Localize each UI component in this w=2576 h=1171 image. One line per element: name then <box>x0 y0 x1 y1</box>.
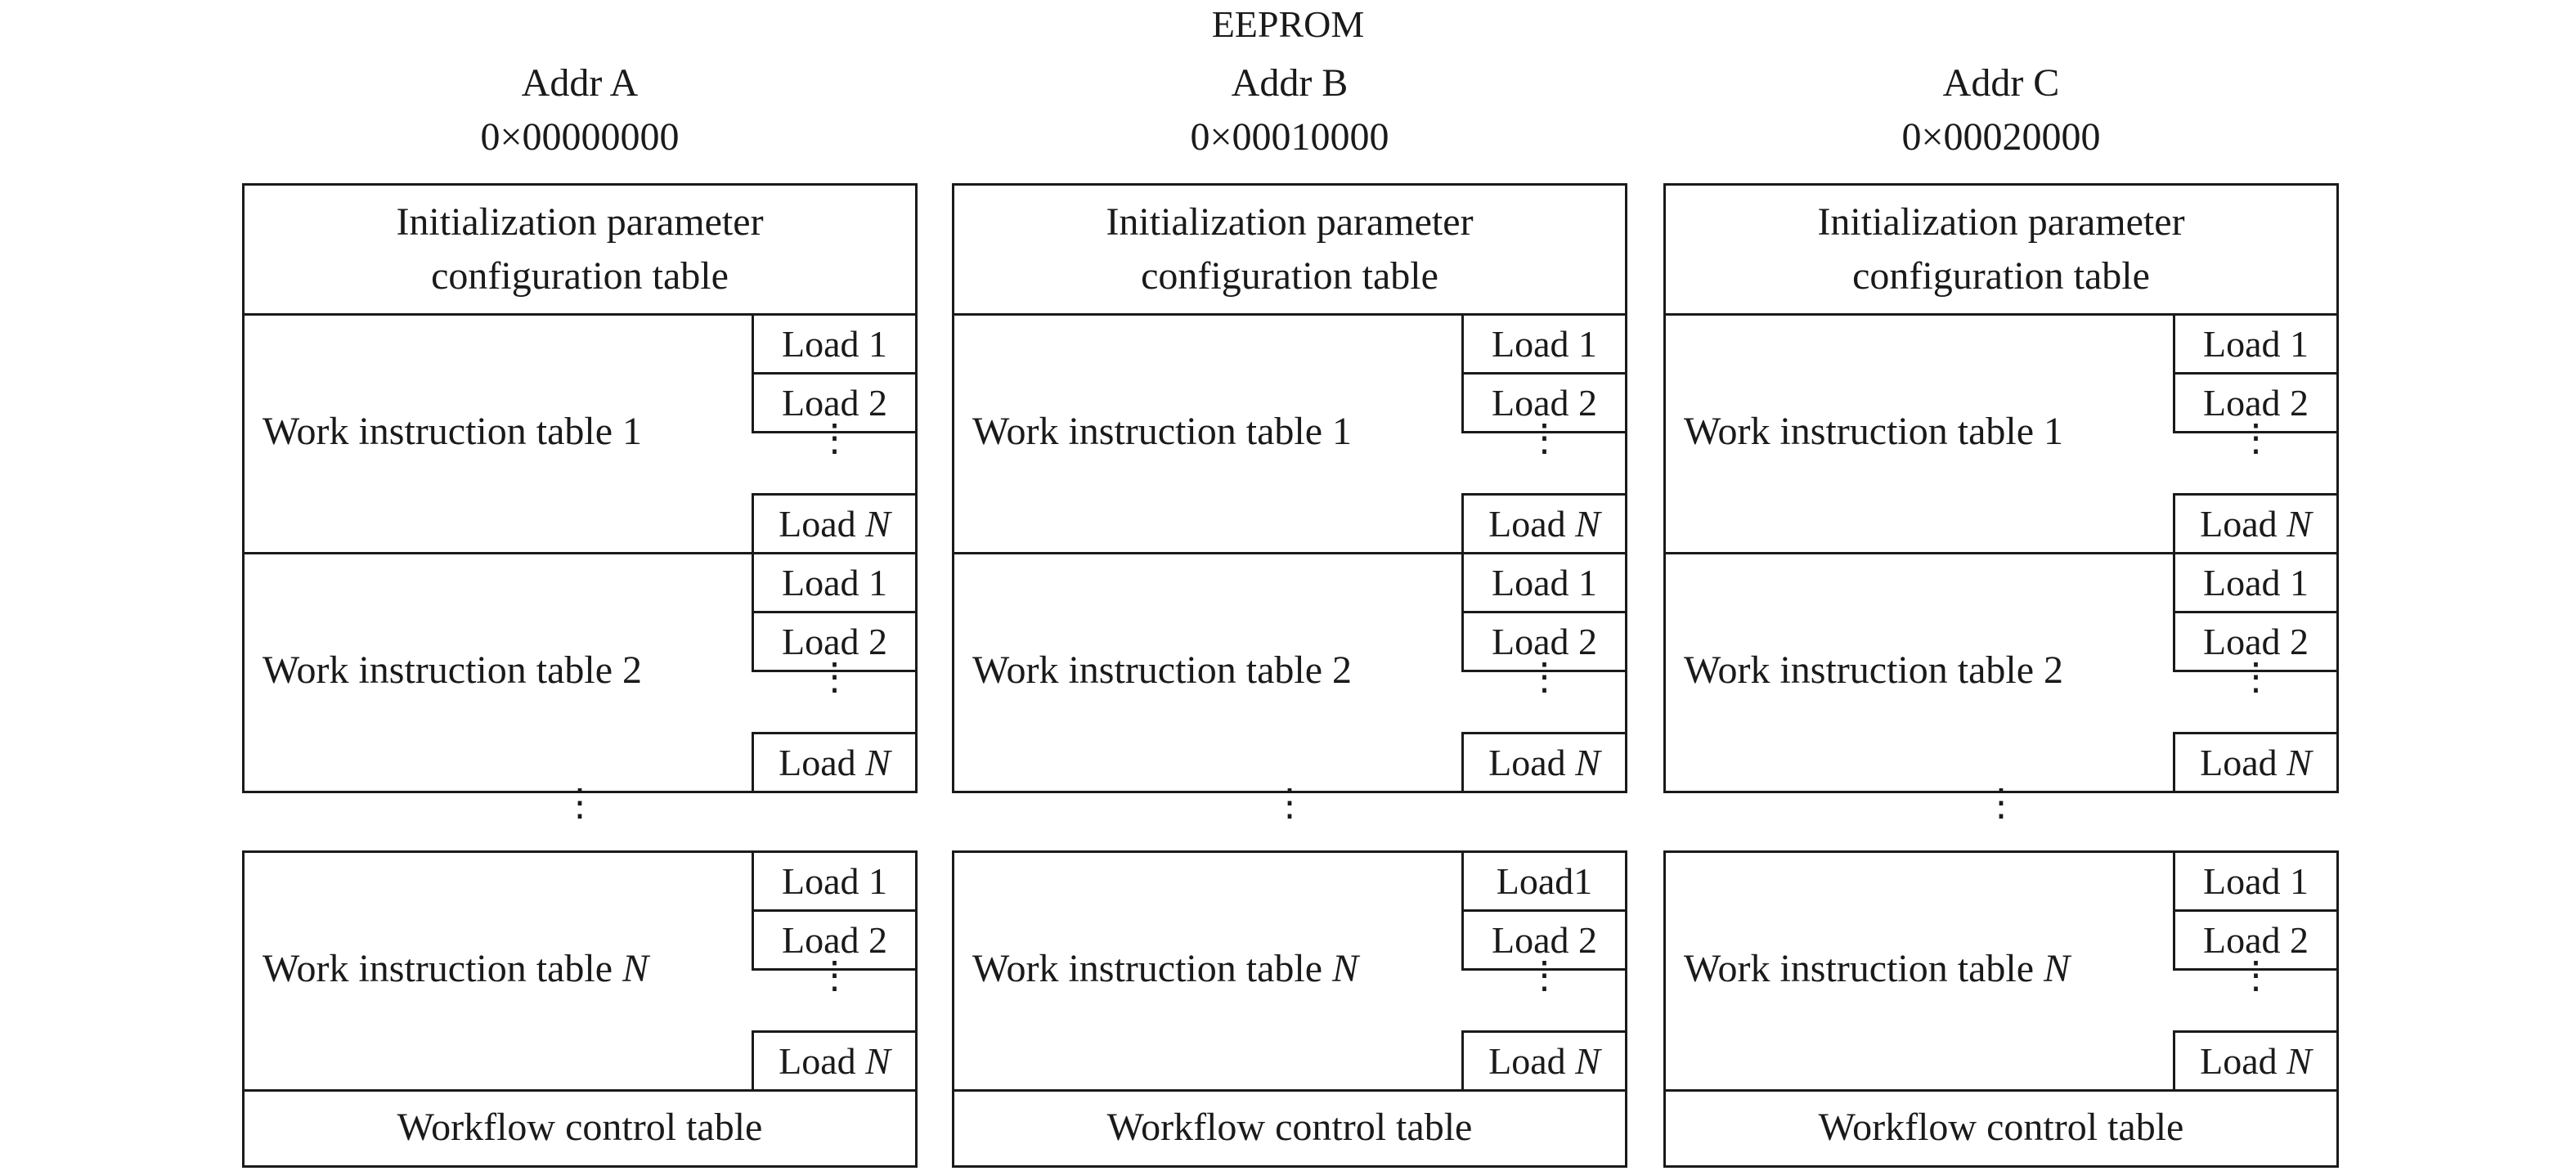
vertical-ellipsis: ⋮ <box>1982 782 2020 823</box>
work-instruction-label: Work instruction table 2 <box>972 648 1353 692</box>
load-list: Load1 Load 2 ⋮ Load N <box>1461 850 1627 1092</box>
init-table-label-line2: configuration table <box>1141 254 1438 298</box>
load-list: Load 1 Load 2 ⋮ Load N <box>1461 552 1627 793</box>
vertical-ellipsis: ⋮ <box>2237 656 2275 698</box>
load-cell: Load N <box>1461 732 1627 793</box>
address-name: Addr B <box>1231 61 1349 105</box>
work-instruction-table: Work instruction table 2 Load 1 Load 2 ⋮… <box>1663 552 2339 793</box>
work-instruction-table: Work instruction table N Load 1 Load 2 ⋮… <box>1663 850 2339 1092</box>
work-instruction-table: Work instruction table N Load1 Load 2 ⋮ … <box>952 850 1627 1092</box>
workflow-control-table: Workflow control table <box>952 1089 1627 1168</box>
vertical-ellipsis: ⋮ <box>815 954 854 996</box>
work-instruction-label: Work instruction table 1 <box>1684 410 2064 453</box>
load-cell: Load 2 <box>752 372 918 433</box>
column-addr-b: Addr B 0×00010000 Initialization paramet… <box>952 0 1627 1171</box>
init-table-label-line1: Initialization parameter <box>1817 200 2185 244</box>
address-value: 0×00000000 <box>480 115 680 159</box>
vertical-ellipsis: ⋮ <box>2237 954 2275 996</box>
work-instruction-table: Work instruction table 2 Load 1 Load 2 ⋮… <box>952 552 1627 793</box>
work-instruction-label: Work instruction table N <box>972 947 1359 990</box>
load-cell: Load N <box>752 493 918 554</box>
workflow-control-table: Workflow control table <box>242 1089 918 1168</box>
init-parameter-table: Initialization parameter configuration t… <box>1663 183 2339 316</box>
load-cell: Load 1 <box>1461 313 1627 375</box>
load-cell: Load N <box>2173 1030 2339 1092</box>
init-table-label-line2: configuration table <box>1852 254 2150 298</box>
diagram-title: EEPROM <box>1211 3 1365 45</box>
load-cell: Load 2 <box>752 611 918 672</box>
load-cell: Load N <box>752 1030 918 1092</box>
work-instruction-label: Work instruction table 1 <box>263 410 643 453</box>
load-cell: Load 2 <box>1461 909 1627 971</box>
load-cell: Load 1 <box>752 313 918 375</box>
work-instruction-table: Work instruction table 2 Load 1 Load 2 ⋮… <box>242 552 918 793</box>
load-list: Load 1 Load 2 ⋮ Load N <box>2173 313 2339 554</box>
load-cell: Load 2 <box>1461 611 1627 672</box>
vertical-ellipsis: ⋮ <box>1525 954 1564 996</box>
work-instruction-table: Work instruction table 1 Load 1 Load 2 ⋮… <box>242 313 918 554</box>
load-cell: Load1 <box>1461 850 1627 912</box>
address-value: 0×00020000 <box>1901 115 2101 159</box>
work-instruction-label: Work instruction table N <box>1684 947 2071 990</box>
load-cell: Load N <box>1461 493 1627 554</box>
vertical-ellipsis: ⋮ <box>1271 782 1308 823</box>
vertical-ellipsis: ⋮ <box>815 417 854 459</box>
load-list: Load 1 Load 2 ⋮ Load N <box>752 850 918 1092</box>
load-cell: Load N <box>2173 493 2339 554</box>
init-table-label-line1: Initialization parameter <box>396 200 764 244</box>
work-instruction-label: Work instruction table 1 <box>972 410 1353 453</box>
load-cell: Load 1 <box>1461 552 1627 613</box>
vertical-ellipsis: ⋮ <box>1525 656 1564 698</box>
work-instruction-table: Work instruction table 1 Load 1 Load 2 ⋮… <box>952 313 1627 554</box>
workflow-control-table: Workflow control table <box>1663 1089 2339 1168</box>
vertical-ellipsis: ⋮ <box>815 656 854 698</box>
init-parameter-table: Initialization parameter configuration t… <box>242 183 918 316</box>
load-cell: Load 1 <box>752 850 918 912</box>
load-cell: Load N <box>752 732 918 793</box>
vertical-ellipsis: ⋮ <box>1525 417 1564 459</box>
load-list: Load 1 Load 2 ⋮ Load N <box>2173 850 2339 1092</box>
load-cell: Load 1 <box>2173 850 2339 912</box>
load-cell: Load 1 <box>2173 313 2339 375</box>
load-list: Load 1 Load 2 ⋮ Load N <box>2173 552 2339 793</box>
work-instruction-label: Work instruction table 2 <box>263 648 643 692</box>
load-list: Load 1 Load 2 ⋮ Load N <box>1461 313 1627 554</box>
load-cell: Load 2 <box>1461 372 1627 433</box>
load-cell: Load 1 <box>2173 552 2339 613</box>
column-addr-a: Addr A 0×00000000 Initialization paramet… <box>242 0 918 1171</box>
load-list: Load 1 Load 2 ⋮ Load N <box>752 552 918 793</box>
address-value: 0×00010000 <box>1190 115 1389 159</box>
init-parameter-table: Initialization parameter configuration t… <box>952 183 1627 316</box>
workflow-label: Workflow control table <box>1818 1106 2184 1149</box>
work-instruction-table: Work instruction table N Load 1 Load 2 ⋮… <box>242 850 918 1092</box>
load-list: Load 1 Load 2 ⋮ Load N <box>752 313 918 554</box>
workflow-label: Workflow control table <box>1106 1106 1473 1149</box>
init-table-label-line2: configuration table <box>431 254 729 298</box>
load-cell: Load 2 <box>2173 372 2339 433</box>
work-instruction-label: Work instruction table N <box>263 947 649 990</box>
workflow-label: Workflow control table <box>397 1106 763 1149</box>
load-cell: Load 2 <box>752 909 918 971</box>
address-name: Addr C <box>1942 61 2060 105</box>
load-cell: Load N <box>1461 1030 1627 1092</box>
load-cell: Load 2 <box>2173 909 2339 971</box>
init-table-label-line1: Initialization parameter <box>1106 200 1474 244</box>
load-cell: Load N <box>2173 732 2339 793</box>
vertical-ellipsis: ⋮ <box>561 782 599 823</box>
load-cell: Load 2 <box>2173 611 2339 672</box>
column-addr-c: Addr C 0×00020000 Initialization paramet… <box>1663 0 2339 1171</box>
work-instruction-table: Work instruction table 1 Load 1 Load 2 ⋮… <box>1663 313 2339 554</box>
work-instruction-label: Work instruction table 2 <box>1684 648 2064 692</box>
address-name: Addr A <box>521 61 639 105</box>
vertical-ellipsis: ⋮ <box>2237 417 2275 459</box>
load-cell: Load 1 <box>752 552 918 613</box>
